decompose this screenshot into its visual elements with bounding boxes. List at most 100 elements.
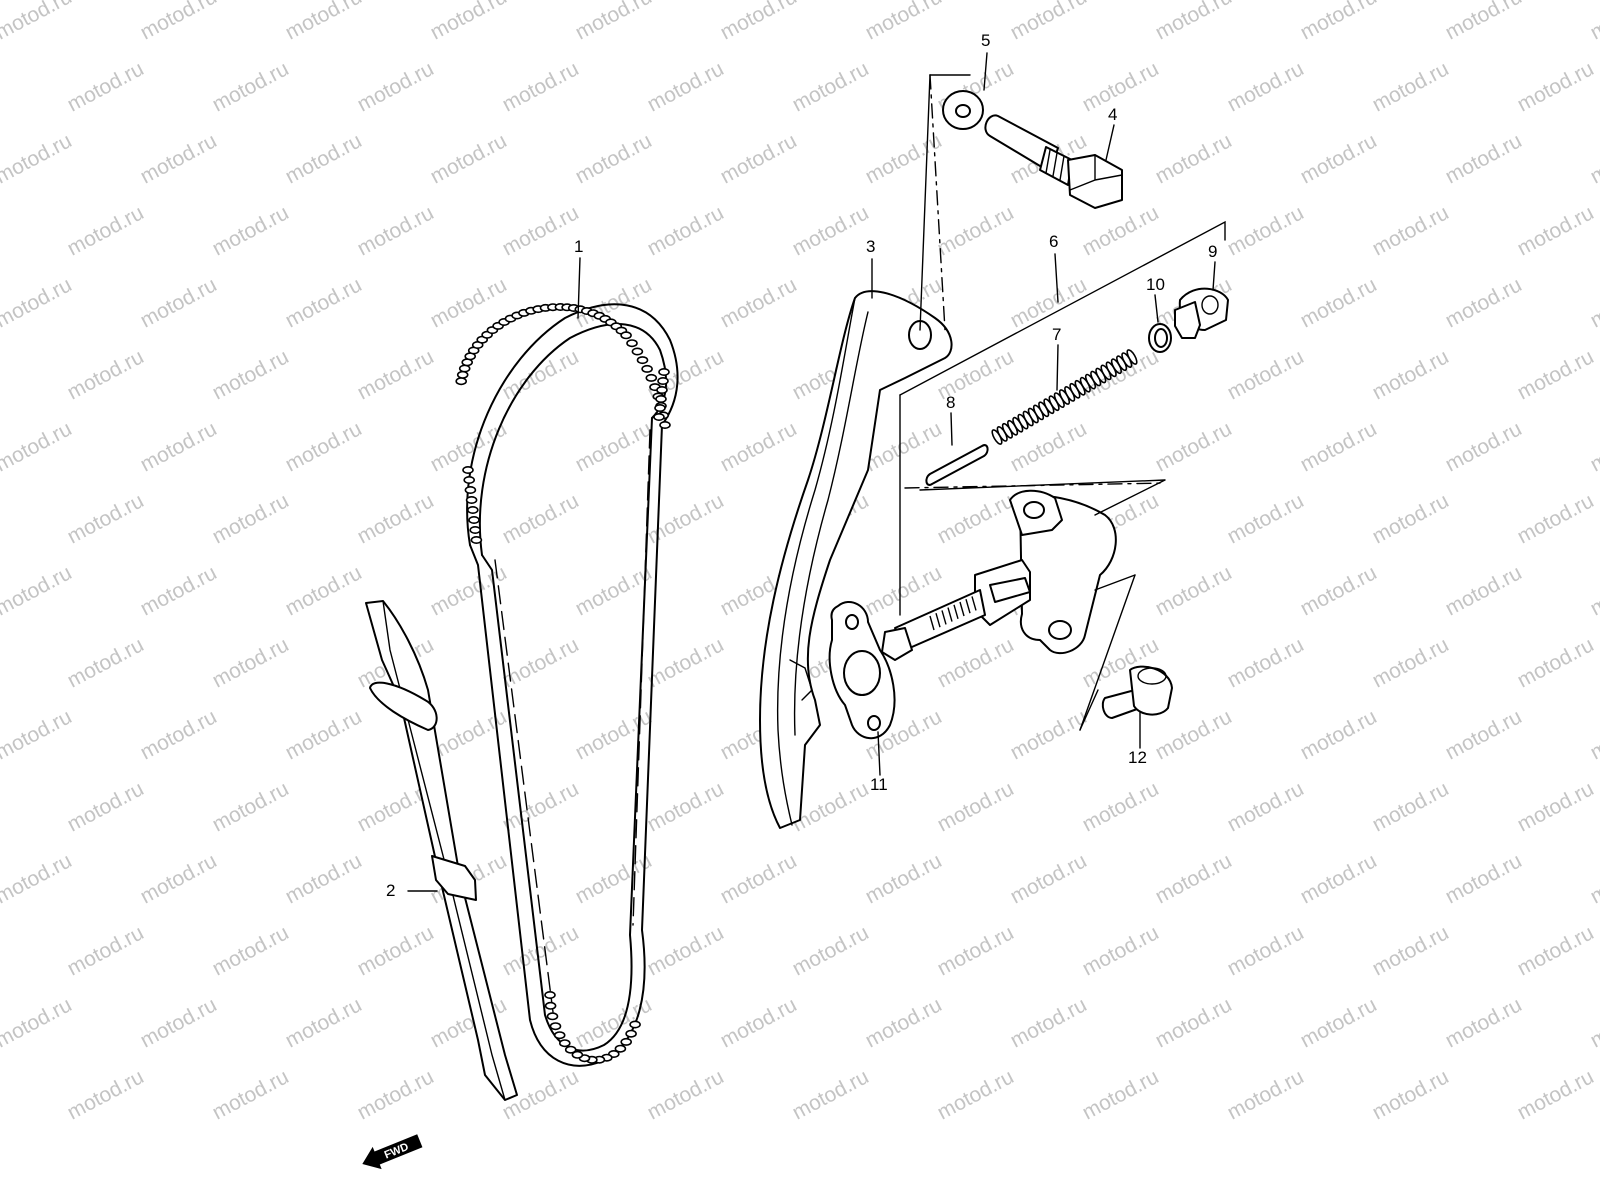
- chain-link: [620, 331, 632, 340]
- chain-link: [470, 535, 483, 544]
- watermark-text: motod.ru: [0, 129, 76, 188]
- watermark-text: motod.ru: [1369, 57, 1453, 116]
- callout-9: 9: [1208, 242, 1217, 261]
- watermark-text: motod.ru: [209, 345, 293, 404]
- chain-link: [614, 1044, 627, 1053]
- watermark-text: motod.ru: [1369, 777, 1453, 836]
- chain-link: [455, 377, 468, 386]
- watermark-text: motod.ru: [137, 0, 221, 44]
- chain-link: [466, 505, 479, 514]
- watermark-text: motod.ru: [0, 777, 3, 836]
- watermark-text: motod.ru: [1297, 993, 1381, 1052]
- watermark-text: motod.ru: [644, 1065, 728, 1124]
- watermark-text: motod.ru: [354, 489, 438, 548]
- watermark-text: motod.ru: [1297, 273, 1381, 332]
- watermark-text: motod.ru: [1224, 1065, 1308, 1124]
- watermark-text: motod.ru: [572, 705, 656, 764]
- watermark-text: motod.ru: [209, 201, 293, 260]
- watermark-text: motod.ru: [1369, 345, 1453, 404]
- watermark-text: motod.ru: [0, 0, 76, 44]
- watermark-text: motod.ru: [354, 57, 438, 116]
- watermark-text: motod.ru: [1007, 0, 1091, 44]
- callout-1: 1: [574, 237, 583, 256]
- watermark-text: motod.ru: [427, 129, 511, 188]
- arrow-left-icon: [362, 1134, 423, 1170]
- chain-link: [544, 1001, 557, 1010]
- watermark-text: motod.ru: [644, 57, 728, 116]
- watermark-text: motod.ru: [0, 849, 76, 908]
- chain-link: [629, 1020, 641, 1029]
- chain-link: [655, 394, 667, 403]
- watermark-text: motod.ru: [1079, 201, 1163, 260]
- callout-7: 7: [1052, 325, 1061, 344]
- watermark-text: motod.ru: [1369, 1065, 1453, 1124]
- chain-link: [659, 420, 671, 429]
- gasket: [828, 601, 896, 740]
- watermark-text: motod.ru: [572, 993, 656, 1052]
- watermark-text: motod.ru: [1079, 1065, 1163, 1124]
- watermark-text: motod.ru: [1514, 489, 1598, 548]
- fwd-direction-badge: FWD: [362, 1134, 423, 1170]
- watermark-text: motod.ru: [64, 345, 148, 404]
- callout-2: 2: [386, 881, 395, 900]
- watermark-text: motod.ru: [282, 993, 366, 1052]
- chain-link: [464, 485, 477, 494]
- o-ring: [1148, 323, 1172, 353]
- watermark-text: motod.ru: [499, 57, 583, 116]
- watermark-text: motod.ru: [1369, 921, 1453, 980]
- watermark-text: motod.ru: [644, 633, 728, 692]
- watermark-text: motod.ru: [0, 1065, 3, 1124]
- watermark-text: motod.ru: [1369, 633, 1453, 692]
- watermark-text: motod.ru: [0, 921, 3, 980]
- watermark-text: motod.ru: [1152, 0, 1236, 44]
- watermark-text: motod.ru: [499, 345, 583, 404]
- plug: [1174, 287, 1229, 339]
- watermark-text: motod.ru: [64, 633, 148, 692]
- watermark-text: motod.ru: [1007, 705, 1091, 764]
- rack-tooth: [935, 613, 941, 628]
- watermark-text: motod.ru: [1079, 921, 1163, 980]
- watermark-text: motod.ru: [282, 129, 366, 188]
- watermark-text: motod.ru: [1442, 273, 1526, 332]
- watermark-text: motod.ru: [1224, 345, 1308, 404]
- watermark-text: motod.ru: [572, 0, 656, 44]
- watermark-text: motod.ru: [1224, 921, 1308, 980]
- watermark-text: motod.ru: [934, 633, 1018, 692]
- watermark-text: motod.ru: [209, 921, 293, 980]
- rack-tooth: [929, 615, 935, 631]
- chain-link: [656, 385, 668, 394]
- assembly-lines: [899, 74, 1226, 731]
- callout-10: 10: [1146, 275, 1165, 294]
- watermark-text: motod.ru: [209, 633, 293, 692]
- watermark-text: motod.ru: [64, 57, 148, 116]
- watermark-text: motod.ru: [354, 921, 438, 980]
- watermark-text: motod.ru: [1152, 849, 1236, 908]
- callout-labels: 1 2 3 4 5 6 7 8 9 10 11 12: [386, 31, 1217, 900]
- chain-link: [654, 403, 666, 412]
- watermark-text: motod.ru: [572, 417, 656, 476]
- rack-tooth: [953, 604, 959, 619]
- chain-link: [549, 1022, 562, 1031]
- watermark-text: motod.ru: [717, 993, 801, 1052]
- watermark-text: motod.ru: [1152, 705, 1236, 764]
- watermark-text: motod.ru: [1152, 417, 1236, 476]
- watermark-text: motod.ru: [0, 993, 76, 1052]
- watermark-text: motod.ru: [1297, 561, 1381, 620]
- watermark-text: motod.ru: [1442, 849, 1526, 908]
- watermark-text: motod.ru: [137, 849, 221, 908]
- watermark-text: motod.ru: [1224, 633, 1308, 692]
- chain-link: [620, 1037, 633, 1046]
- watermark-text: motod.ru: [1587, 0, 1600, 44]
- spring-coil: [1126, 349, 1138, 365]
- watermark-text: motod.ru: [717, 129, 801, 188]
- chain-link: [564, 1045, 577, 1054]
- watermark-text: motod.ru: [1514, 633, 1598, 692]
- watermark-text: motod.ru: [1152, 129, 1236, 188]
- watermark-text: motod.ru: [789, 201, 873, 260]
- fwd-label: FWD: [383, 1141, 411, 1162]
- watermark-text: motod.ru: [1442, 129, 1526, 188]
- watermark-text: motod.ru: [209, 489, 293, 548]
- chain-link: [645, 373, 658, 382]
- chain-link: [636, 356, 649, 365]
- watermark-text: motod.ru: [1514, 921, 1598, 980]
